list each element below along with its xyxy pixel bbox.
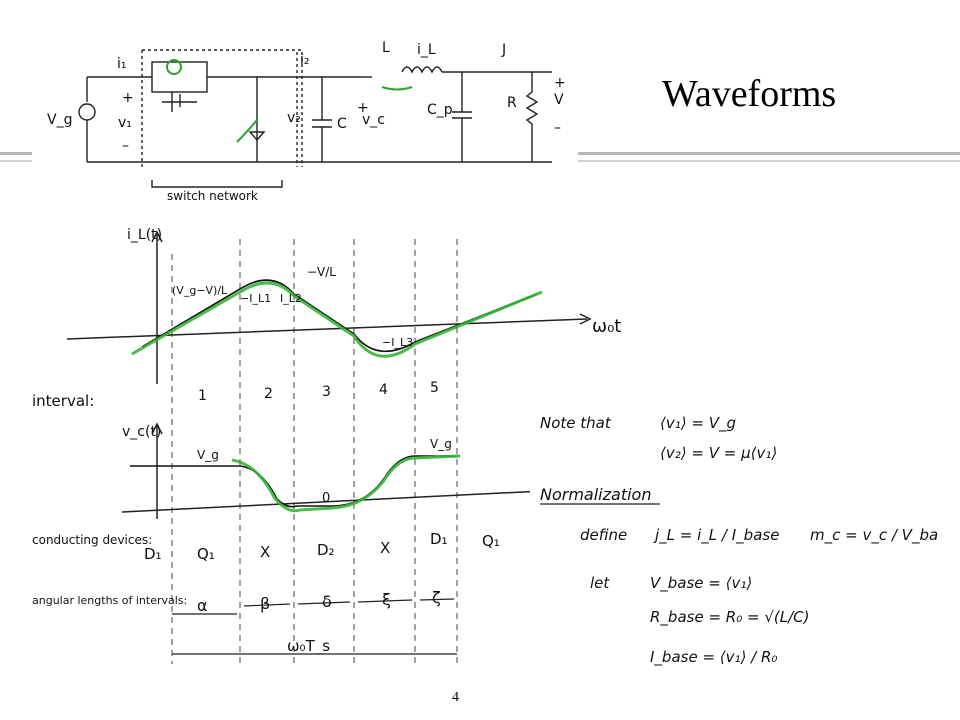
label-i2: i₂ — [300, 52, 310, 68]
note-that: Note that — [540, 414, 612, 432]
notes-panel: Note that ⟨v₁⟩ = V_g ⟨v₂⟩ = V = μ⟨v₁⟩ No… — [530, 400, 955, 686]
label-Cp: C_p — [427, 102, 453, 118]
eq-Vbase: V_base = ⟨v₁⟩ — [650, 574, 752, 593]
label-switch-network: switch network — [167, 189, 258, 203]
label-vc-Vg-right: V_g — [430, 437, 452, 451]
device-6: D₁ — [430, 530, 448, 548]
device-3: X — [260, 543, 270, 561]
label-plus-vc: + — [357, 100, 369, 116]
eq-jL: j_L = i_L / I_base — [653, 526, 779, 545]
header-rule-right — [578, 152, 960, 155]
label-slope2: −V/L — [307, 265, 336, 279]
label-IL1: −I_L1 — [240, 292, 271, 305]
circuit-diagram: i₁ i₂ L i_L J V_g + v₁ – v₂ C + v_c C_p … — [47, 40, 566, 203]
label-minus-v1: – — [122, 138, 129, 154]
label-vc-zero: 0 — [322, 491, 330, 506]
circuit-panel: i₁ i₂ L i_L J V_g + v₁ – v₂ C + v_c C_p … — [32, 32, 578, 204]
eq-v2: ⟨v₂⟩ = V = μ⟨v₁⟩ — [660, 444, 777, 462]
eq-mc: m_c = v_c / V_base — [810, 526, 938, 545]
eq-Ibase: I_base = ⟨v₁⟩ / R₀ — [650, 648, 777, 667]
interval-1: 1 — [198, 388, 207, 404]
label-vc-axis: v_c(t) — [122, 424, 161, 440]
header-rule-left-2 — [0, 160, 32, 162]
header-rule-left — [0, 152, 32, 155]
device-5: X — [380, 539, 390, 557]
label-Vg: V_g — [47, 112, 72, 128]
label-period: ω₀T_s — [287, 637, 330, 656]
label-plus-V: + — [554, 75, 566, 91]
device-7: Q₁ — [482, 532, 500, 550]
label-vc-Vg-left: V_g — [197, 448, 219, 462]
label-angular: angular lengths of intervals: — [32, 594, 187, 607]
label-v1: v₁ — [118, 115, 132, 131]
label-interval: interval: — [32, 392, 94, 410]
label-V: V — [554, 92, 564, 108]
interval-2: 2 — [264, 386, 273, 402]
label-slope1: (V_g−V)/L — [172, 284, 228, 297]
notes-content: Note that ⟨v₁⟩ = V_g ⟨v₂⟩ = V = μ⟨v₁⟩ No… — [540, 414, 955, 667]
label-vc: v_c — [362, 112, 385, 128]
header-rule-right-2 — [578, 160, 960, 162]
angle-alpha: α — [197, 596, 208, 615]
label-v2: v₂ — [287, 110, 301, 126]
eq-v1: ⟨v₁⟩ = V_g — [660, 414, 736, 433]
label-J: J — [501, 42, 506, 58]
page-number: 4 — [452, 690, 459, 705]
define-label: define — [580, 526, 627, 544]
label-iL: i_L — [417, 42, 436, 58]
angle-delta: δ — [322, 592, 332, 611]
label-time-axis: ω₀t — [592, 316, 621, 337]
eq-Rbase: R_base = R₀ = √(L/C) — [650, 608, 809, 627]
device-4: D₂ — [317, 541, 335, 559]
let-label: let — [590, 574, 610, 592]
angle-xi: ξ — [382, 590, 391, 609]
normalization-heading: Normalization — [540, 485, 651, 504]
device-1: D₁ — [144, 545, 162, 563]
slide-title: Waveforms — [662, 73, 837, 115]
label-IL2: I_L2 — [280, 292, 302, 305]
label-C: C — [337, 116, 347, 132]
label-conducting: conducting devices: — [32, 533, 152, 547]
waveform-diagram: i_L(t) ω₀t (V_g−V)/L −V/L −I_L1 I_L2 −I_… — [32, 227, 643, 664]
interval-3: 3 — [322, 384, 331, 400]
angle-zeta: ζ — [432, 588, 441, 607]
label-minus-V: – — [554, 120, 561, 136]
interval-4: 4 — [379, 382, 388, 398]
device-2: Q₁ — [197, 545, 215, 563]
label-i1: i₁ — [117, 56, 127, 72]
interval-5: 5 — [430, 380, 439, 396]
label-L: L — [382, 40, 390, 56]
angle-beta: β — [260, 594, 270, 613]
label-iL-axis: i_L(t) — [127, 227, 162, 243]
label-IL3: −I_L3 — [382, 336, 413, 349]
label-R: R — [507, 95, 517, 111]
label-plus-v1: + — [122, 90, 134, 106]
